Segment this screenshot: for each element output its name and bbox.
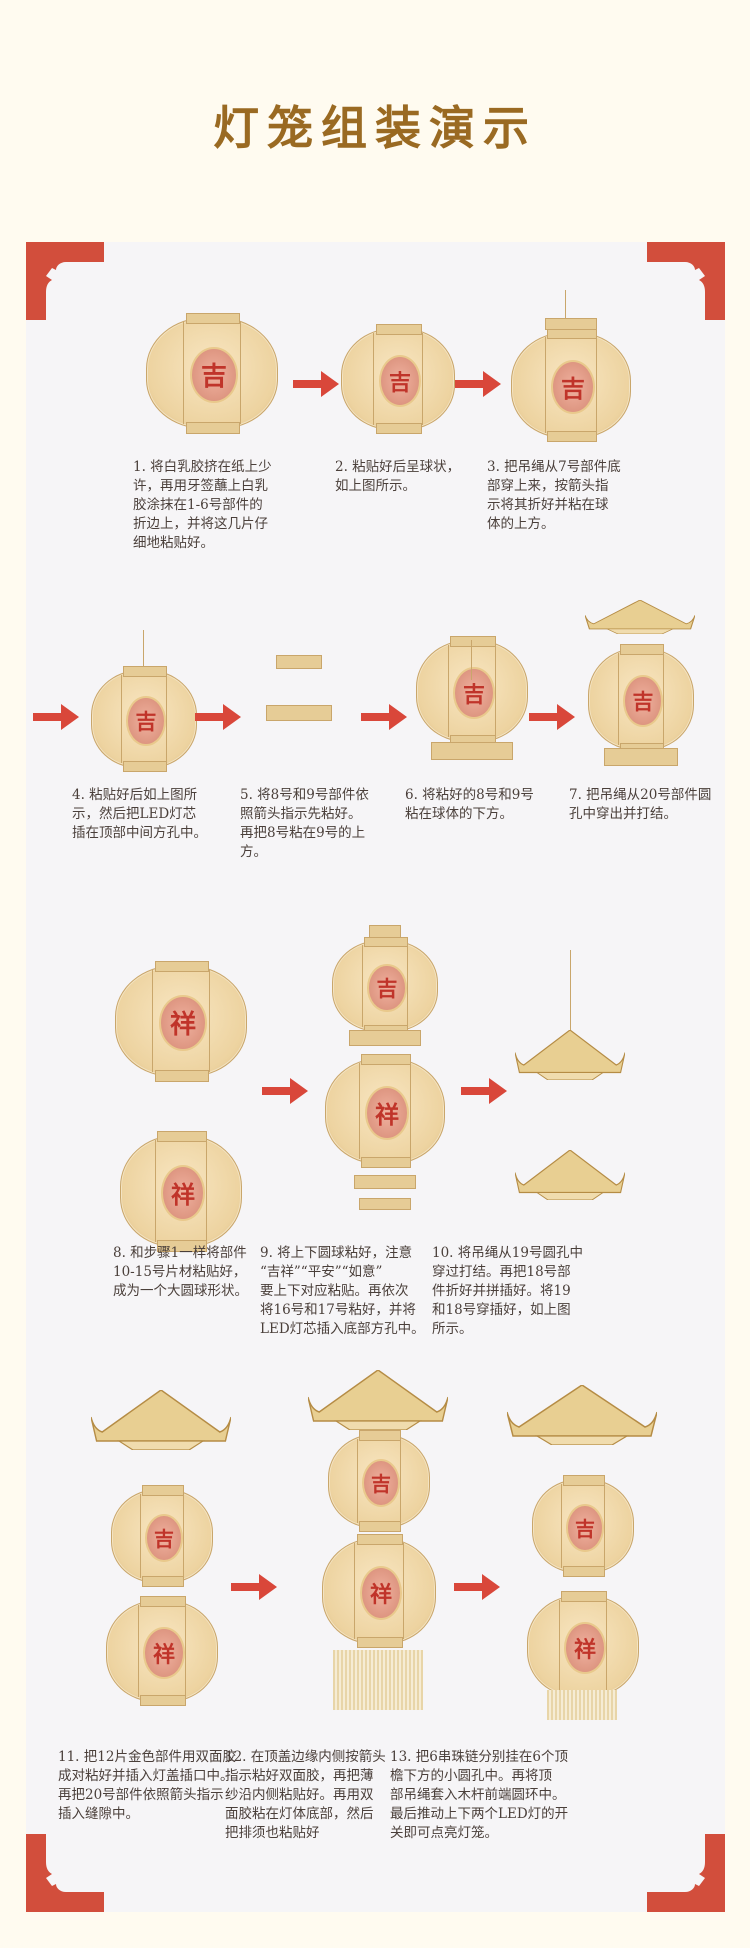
lantern-base-part <box>349 1030 421 1046</box>
lantern-base-part <box>276 655 322 669</box>
lantern-illustration: 吉 <box>111 1485 213 1587</box>
lantern-illustration: 祥 <box>322 1533 436 1649</box>
lantern-glyph: 祥 <box>160 1164 206 1222</box>
lantern-illustration: 祥 <box>115 960 247 1082</box>
hanging-string <box>143 630 144 690</box>
hanging-string <box>471 640 472 680</box>
lantern-illustration: 祥 <box>325 1053 445 1169</box>
lantern-glyph: 吉 <box>566 1503 604 1553</box>
lantern-illustration: 吉 <box>328 1430 430 1532</box>
lantern-roof-illustration <box>308 1370 448 1430</box>
step-10-caption: 10. 将吊绳从19号圆孔中 穿过打结。再把18号部 件折好并拼插好。将19 和… <box>432 1245 583 1337</box>
right-arrow-icon <box>455 371 501 397</box>
step-5-caption: 5. 将8号和9号部件依 照箭头指示先粘好。 再把8号粘在9号的上 方。 <box>240 787 369 860</box>
lantern-glyph: 吉 <box>367 964 407 1012</box>
lantern-glyph: 祥 <box>564 1622 606 1674</box>
corner-ornament-icon <box>647 242 725 320</box>
corner-ornament-icon <box>26 1834 104 1912</box>
lantern-glyph: 吉 <box>550 360 596 414</box>
lantern-glyph: 祥 <box>143 1627 185 1679</box>
lantern-glyph: 吉 <box>362 1458 400 1508</box>
tassel-fringe <box>333 1650 423 1710</box>
lantern-glyph: 吉 <box>126 695 166 747</box>
lantern-base-part <box>545 318 597 330</box>
step-13-caption: 13. 把6串珠链分别挂在6个顶 檐下方的小圆孔中。再将顶 部吊绳套入木杆前端圆… <box>390 1749 569 1841</box>
right-arrow-icon <box>293 371 339 397</box>
lantern-glyph: 吉 <box>189 346 239 404</box>
right-arrow-icon <box>33 704 79 730</box>
lantern-illustration: 吉 <box>416 636 528 746</box>
lantern-glyph: 吉 <box>145 1513 183 1563</box>
right-arrow-icon <box>454 1574 500 1600</box>
lantern-base-part <box>359 1198 411 1210</box>
lantern-roof-illustration <box>515 1030 625 1080</box>
lantern-illustration: 祥 <box>120 1130 242 1252</box>
step-7-caption: 7. 把吊绳从20号部件圆 孔中穿出并打结。 <box>569 787 712 822</box>
lantern-roof-illustration <box>585 600 695 634</box>
right-arrow-icon <box>195 704 241 730</box>
hanging-string <box>570 950 571 1030</box>
lantern-roof-illustration <box>515 1150 625 1200</box>
lantern-glyph: 吉 <box>453 667 495 719</box>
right-arrow-icon <box>262 1078 308 1104</box>
step-6-caption: 6. 将粘好的8号和9号 粘在球体的下方。 <box>405 787 534 822</box>
lantern-glyph: 吉 <box>378 355 422 407</box>
tassel-fringe <box>547 1690 617 1720</box>
step-8-caption: 8. 和步骤1一样将部件 10-15号片材粘贴好， 成为一个大圆球形状。 <box>113 1245 248 1299</box>
page-title: 灯笼组装演示 <box>213 101 537 155</box>
right-arrow-icon <box>361 704 407 730</box>
lantern-illustration: 吉 <box>332 936 438 1036</box>
lantern-illustration: 吉 <box>341 324 455 434</box>
right-arrow-icon <box>461 1078 507 1104</box>
lantern-base-part <box>431 742 513 760</box>
lantern-glyph: 祥 <box>359 1566 403 1620</box>
lantern-glyph: 吉 <box>623 675 663 727</box>
right-arrow-icon <box>231 1574 277 1600</box>
step-4-caption: 4. 粘贴好后如上图所 示，然后把LED灯芯 插在顶部中间方孔中。 <box>72 787 207 841</box>
lantern-roof-illustration <box>507 1385 657 1445</box>
lantern-illustration: 吉 <box>511 327 631 443</box>
step-2-caption: 2. 粘贴好后呈球状， 如上图所示。 <box>335 459 461 494</box>
lantern-illustration: 祥 <box>527 1591 639 1701</box>
lantern-illustration: 吉 <box>146 312 278 434</box>
step-9-caption: 9. 将上下圆球粘好，注意 “吉祥”“平安”“如意” 要上下对应粘贴。再依次 将… <box>260 1245 425 1337</box>
step-12-caption: 12. 在顶盖边缘内侧按箭头 指示粘好双面胶，再把薄 纱沿内侧粘贴好。再用双 面… <box>225 1749 386 1841</box>
lantern-base-part <box>266 705 332 721</box>
lantern-glyph: 祥 <box>158 994 208 1052</box>
right-arrow-icon <box>529 704 575 730</box>
corner-ornament-icon <box>647 1834 725 1912</box>
lantern-illustration: 祥 <box>106 1596 218 1706</box>
lantern-illustration: 吉 <box>588 644 694 754</box>
lantern-glyph: 祥 <box>364 1086 410 1140</box>
step-11-caption: 11. 把12片金色部件用双面胶 成对粘好并插入灯盖插口中。 再把20号部件依照… <box>58 1749 236 1822</box>
step-1-caption: 1. 将白乳胶挤在纸上少 许，再用牙签蘸上白乳 胶涂抹在1-6号部件的 折边上，… <box>133 459 272 551</box>
lantern-base-part <box>354 1175 416 1189</box>
lantern-base-part <box>604 748 678 766</box>
lantern-illustration: 吉 <box>91 666 197 772</box>
hanging-string <box>565 290 566 318</box>
corner-ornament-icon <box>26 242 104 320</box>
lantern-illustration: 吉 <box>532 1475 634 1577</box>
lantern-roof-illustration <box>91 1390 231 1450</box>
step-3-caption: 3. 把吊绳从7号部件底 部穿上来，按箭头指 示将其折好并粘在球 体的上方。 <box>487 459 621 532</box>
